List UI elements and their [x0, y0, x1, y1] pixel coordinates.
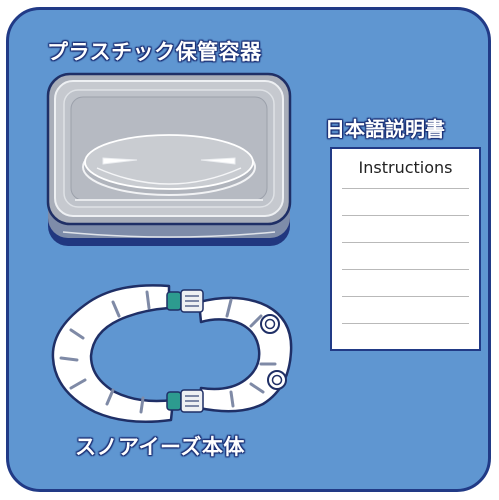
manual-line [342, 296, 469, 297]
instruction-manual: Instructions [330, 147, 481, 351]
storage-case-label: プラスチック保管容器 [47, 40, 262, 64]
manual-line [342, 215, 469, 216]
storage-case-illustration [46, 72, 292, 246]
manual-line [342, 188, 469, 189]
manual-label: 日本語説明書 [325, 117, 445, 141]
manual-title: Instructions [358, 158, 453, 177]
device-body-label: スノアイーズ本体 [75, 435, 245, 459]
product-contents-panel: プラスチック保管容器 日本語説明書 Instructions [6, 7, 491, 492]
mouthpiece-device-illustration [51, 284, 293, 424]
manual-line [342, 269, 469, 270]
manual-line [342, 323, 469, 324]
manual-line [342, 242, 469, 243]
